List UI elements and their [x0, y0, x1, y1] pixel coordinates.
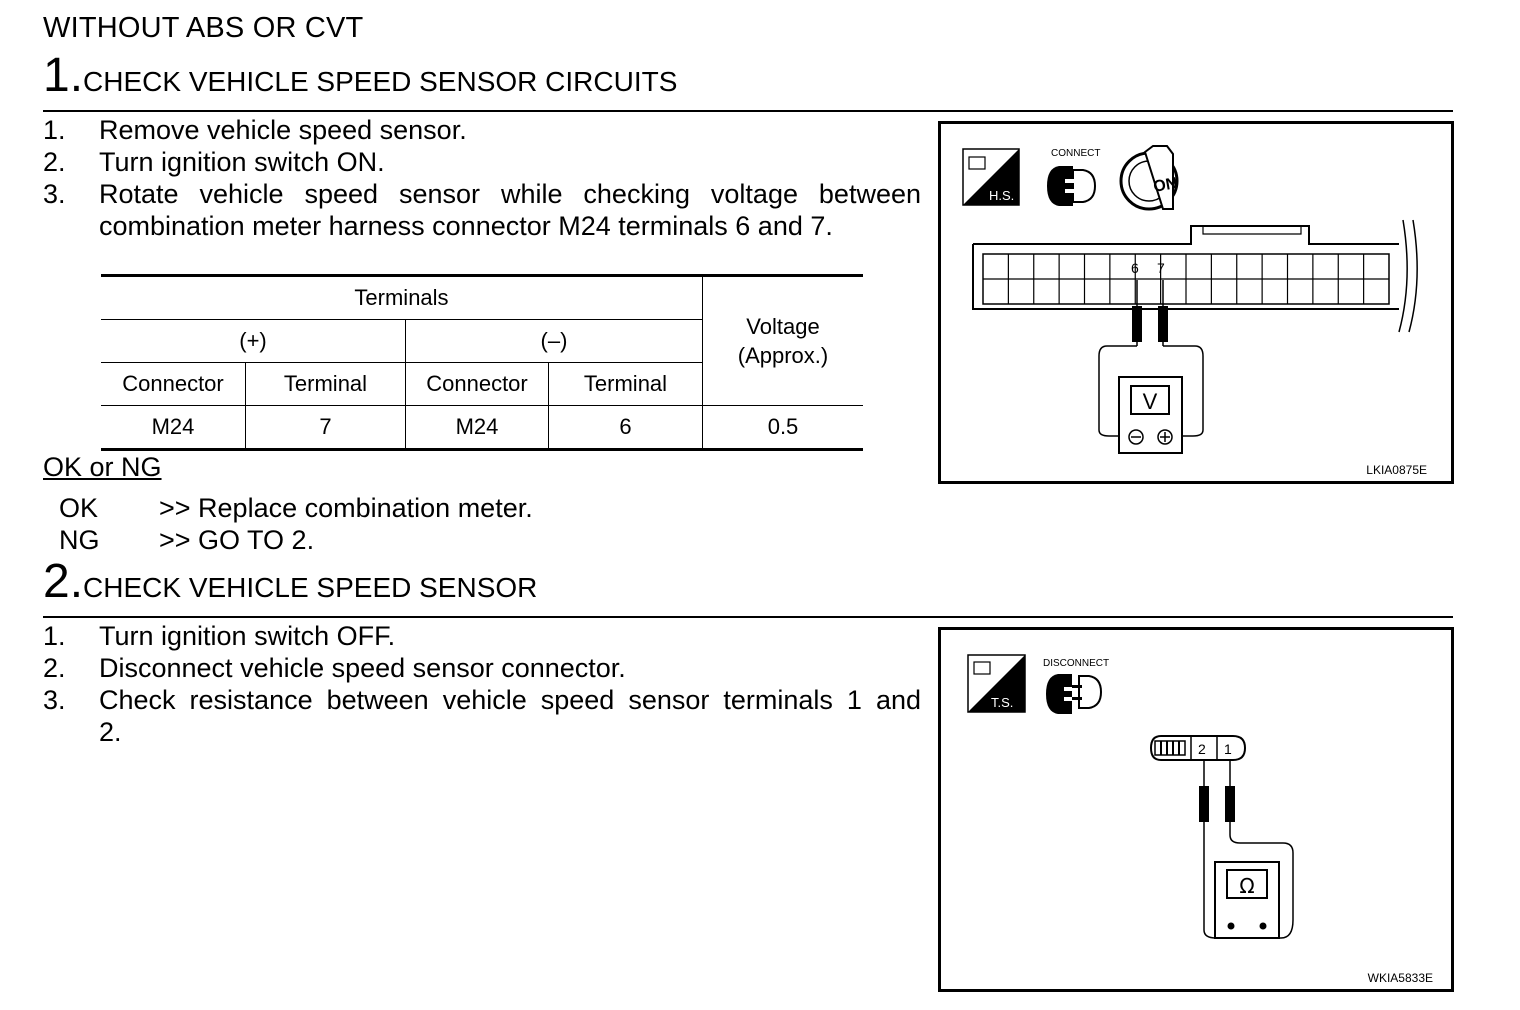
list-text: Turn ignition switch ON.	[99, 147, 385, 177]
result-ng-action: >> GO TO 2.	[159, 525, 315, 555]
list-number: 2.	[43, 653, 66, 683]
list-number: 1.	[43, 621, 66, 651]
list-text: Check resistance between vehicle speed s…	[99, 685, 921, 715]
step-2-number: 2.	[43, 555, 84, 608]
voltmeter-probes	[1098, 280, 1204, 437]
list-text: Disconnect vehicle speed sensor connecto…	[99, 653, 626, 683]
step-1-title-text: CHECK VEHICLE SPEED SENSOR CIRCUITS	[83, 66, 678, 97]
cell-minus-connector: M24	[405, 405, 549, 451]
voltage-check-diagram: H.S. CONNECT ON 6 7	[938, 121, 1454, 484]
diagram-code: WKIA5833E	[1367, 971, 1433, 985]
list-number: 3.	[43, 179, 66, 209]
step-2-title-text: CHECK VEHICLE SPEED SENSOR	[83, 572, 538, 603]
list-text: Turn ignition switch OFF.	[99, 621, 396, 651]
sensor-connector: 2 1	[1149, 735, 1247, 761]
pin-label-7: 7	[1157, 260, 1165, 276]
table-row: M24 7 M24 6 0.5	[101, 405, 863, 451]
result-ng-code: NG	[59, 525, 100, 555]
terminal-side-icon: T.S.	[967, 654, 1026, 713]
pin-label-2: 2	[1198, 741, 1206, 757]
resistance-check-diagram: T.S. DISCONNECT 2 1	[938, 627, 1454, 992]
step-1-title: 1.CHECK VEHICLE SPEED SENSOR CIRCUITS	[43, 52, 677, 100]
approx-label: (Approx.)	[737, 343, 829, 368]
list-text: Remove vehicle speed sensor.	[99, 115, 467, 145]
disconnect-label: DISCONNECT	[1043, 658, 1109, 669]
ohmmeter: Ω	[1214, 861, 1280, 939]
sensor-diagram-svg: T.S. DISCONNECT 2 1	[967, 654, 1294, 939]
list-text-continued: 2.	[99, 717, 122, 747]
step-1-number: 1.	[43, 49, 84, 102]
step-2-divider	[43, 616, 1453, 618]
cell-plus-connector: M24	[101, 405, 246, 451]
result-ok-action: >> Replace combination meter.	[159, 493, 533, 523]
connector-pin-grid	[982, 253, 1390, 305]
col-header-terminal-plus: Terminal	[245, 362, 406, 406]
col-header-connector-minus: Connector	[405, 362, 549, 406]
meter-symbol-v: V	[1143, 389, 1158, 414]
list-number: 3.	[43, 685, 66, 715]
cell-voltage: 0.5	[702, 405, 863, 451]
col-header-terminal-minus: Terminal	[548, 362, 703, 406]
list-item: 1. Turn ignition switch OFF.	[43, 620, 921, 652]
ohmmeter-probes	[1199, 760, 1294, 939]
disconnect-icon: DISCONNECT	[1043, 658, 1109, 714]
cell-plus-terminal: 7	[245, 405, 406, 451]
step-2-title: 2.CHECK VEHICLE SPEED SENSOR	[43, 558, 537, 606]
voltage-label: Voltage	[746, 314, 820, 339]
connect-label: CONNECT	[1051, 148, 1100, 159]
meter-symbol-ohm: Ω	[1239, 874, 1254, 898]
voltmeter: V	[1118, 376, 1183, 454]
pin-label-1: 1	[1224, 741, 1232, 757]
result-ok-code: OK	[59, 493, 99, 523]
list-item: 2. Turn ignition switch ON.	[43, 146, 921, 178]
harness-connector: 6 7	[972, 219, 1418, 333]
table-header-voltage: Voltage (Approx.)	[702, 274, 863, 406]
diagram-code: LKIA0875E	[1366, 463, 1427, 477]
ignition-on-icon: ON	[1119, 145, 1179, 211]
list-number: 1.	[43, 115, 66, 145]
list-text-continued: combination meter harness connector M24 …	[99, 211, 833, 241]
terminal-voltage-table: Terminals Voltage (Approx.) (+) (–) Conne…	[101, 274, 863, 451]
list-number: 2.	[43, 147, 66, 177]
tag-text: T.S.	[991, 695, 1013, 710]
list-item: 3. Rotate vehicle speed sensor while chec…	[43, 178, 921, 242]
step-2-instructions: 1. Turn ignition switch OFF. 2. Disconnect…	[43, 620, 921, 748]
cell-minus-terminal: 6	[548, 405, 703, 451]
step-1-divider	[43, 110, 1453, 112]
list-item: 2. Disconnect vehicle speed sensor connec…	[43, 652, 921, 684]
list-item: 1. Remove vehicle speed sensor.	[43, 114, 921, 146]
document-heading: WITHOUT ABS OR CVT	[43, 12, 364, 44]
ok-or-ng-title: OK or NG	[43, 452, 162, 482]
table-header-plus: (+)	[101, 319, 406, 363]
pin-label-6: 6	[1131, 260, 1139, 276]
table-header-minus: (–)	[405, 319, 703, 363]
list-text: Rotate vehicle speed sensor while checki…	[99, 179, 921, 209]
tag-text: H.S.	[989, 188, 1014, 203]
step-1-instructions: 1. Remove vehicle speed sensor. 2. Turn ig…	[43, 114, 921, 242]
list-item: 3. Check resistance between vehicle speed…	[43, 684, 921, 748]
ignition-on-label: ON	[1152, 175, 1179, 196]
connect-icon: CONNECT	[1047, 148, 1100, 206]
harness-side-icon: H.S.	[962, 148, 1020, 206]
wiring-diagram-svg: H.S. CONNECT ON 6 7	[962, 145, 1418, 454]
col-header-connector-plus: Connector	[101, 362, 246, 406]
table-header-terminals: Terminals	[101, 274, 703, 320]
